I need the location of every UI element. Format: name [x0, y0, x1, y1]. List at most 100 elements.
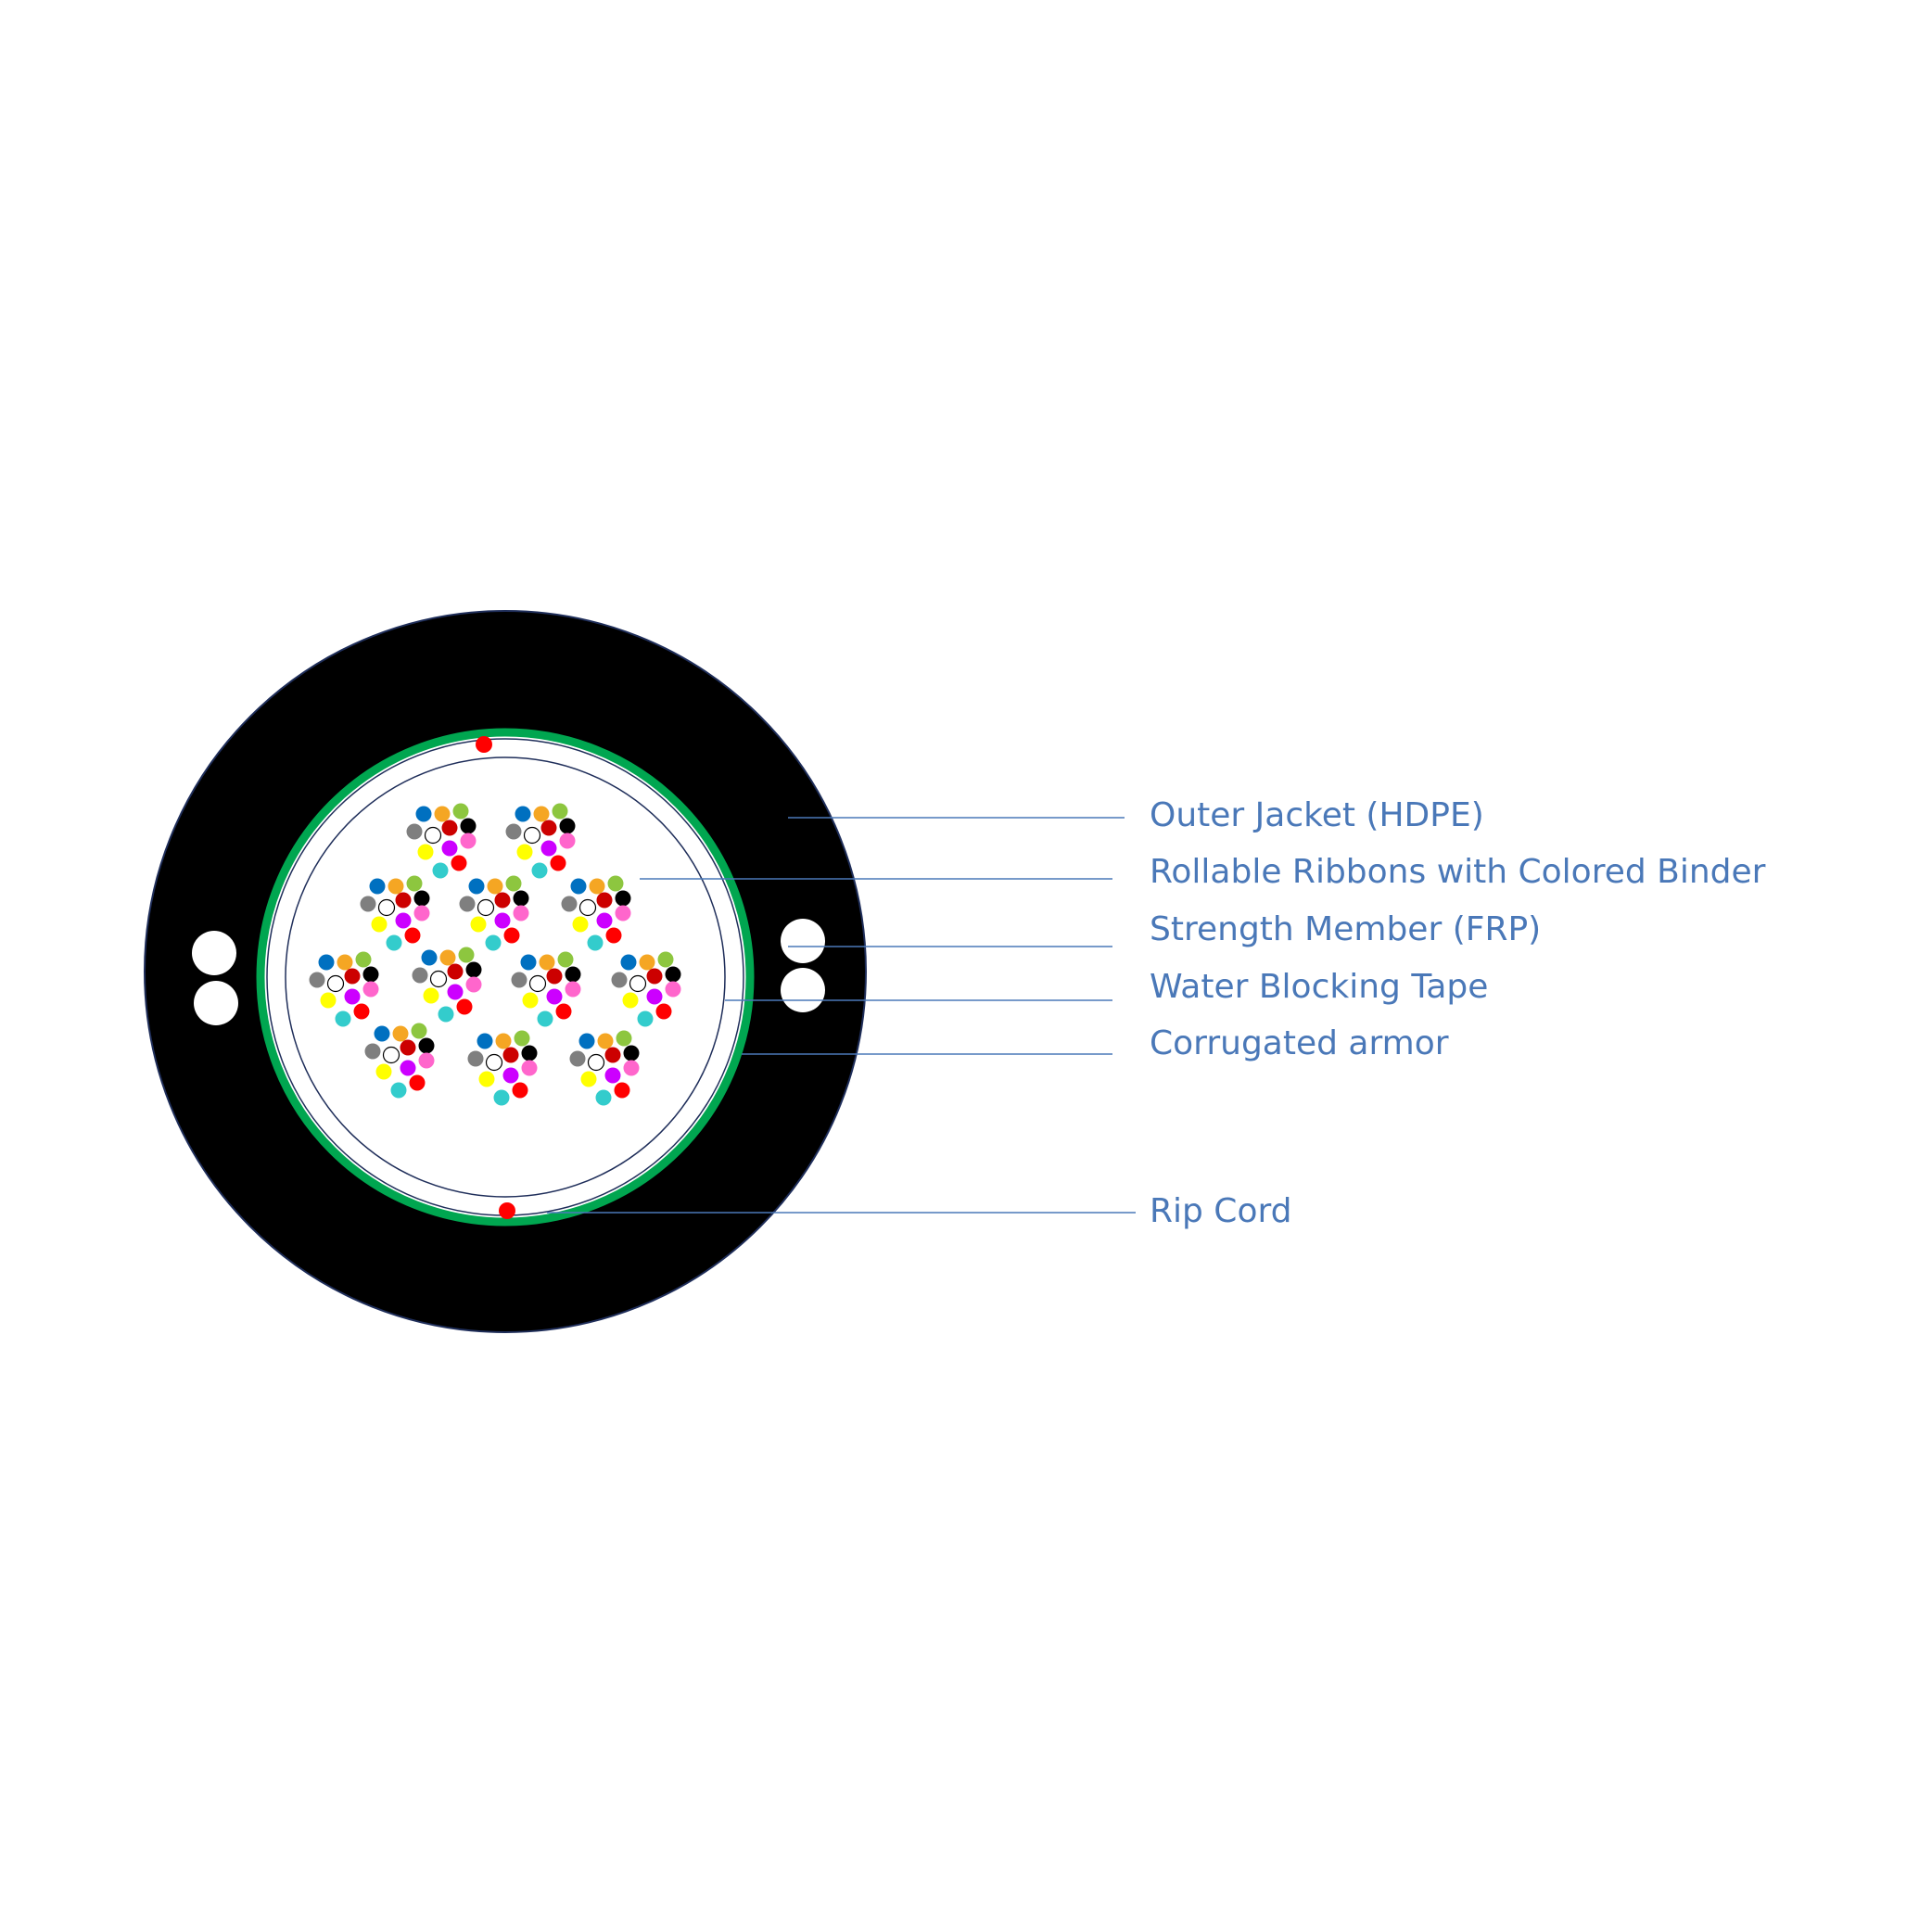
fiber	[326, 974, 345, 993]
fiber	[400, 1039, 416, 1056]
fiber	[589, 878, 605, 895]
fiber	[318, 954, 335, 971]
callout-labels: Outer Jacket (HDPE) Rollable Ribbons wit…	[1150, 796, 1766, 1230]
fiber	[415, 806, 432, 822]
label-water-blocking-tape: Water Blocking Tape	[1150, 968, 1488, 1006]
ribbon-bundle	[611, 951, 681, 1027]
fiber	[531, 862, 548, 879]
fiber	[622, 992, 639, 1009]
fiber	[646, 968, 663, 985]
fiber	[337, 954, 353, 971]
fiber	[514, 1030, 530, 1047]
fiber	[412, 967, 428, 984]
fiber	[392, 1025, 409, 1042]
fiber	[512, 1082, 528, 1099]
fiber	[388, 878, 404, 895]
fiber	[344, 988, 361, 1005]
fiber	[320, 992, 337, 1009]
fiber	[447, 963, 464, 980]
fiber	[511, 972, 527, 988]
ribbon-bundle	[364, 1023, 435, 1099]
fiber	[546, 968, 563, 985]
fiber	[505, 875, 522, 892]
ribbon-bundle	[459, 875, 529, 951]
fiber	[596, 912, 613, 929]
fiber	[615, 890, 631, 907]
fiber	[411, 1023, 427, 1039]
fiber	[470, 916, 487, 933]
fiber	[494, 912, 511, 929]
fiber	[552, 803, 568, 820]
fiber	[620, 954, 637, 971]
fiber	[572, 916, 589, 933]
fiber	[515, 806, 531, 822]
fiber	[637, 1010, 654, 1027]
leader-lines	[547, 817, 1136, 1214]
fiber	[418, 1037, 435, 1054]
fiber	[521, 1045, 538, 1061]
fiber	[424, 826, 442, 845]
fiber	[355, 951, 372, 968]
fiber	[546, 988, 563, 1005]
fiber	[665, 966, 681, 983]
fiber	[615, 905, 631, 922]
ribbon-bundle	[412, 947, 482, 1023]
ribbon-bundle	[561, 875, 631, 951]
fiber	[516, 844, 533, 860]
fiber	[406, 875, 423, 892]
strength-member-left-bottom	[194, 981, 238, 1025]
fiber	[468, 878, 485, 895]
fiber	[522, 992, 539, 1009]
fiber	[477, 1033, 493, 1049]
label-outer-jacket: Outer Jacket (HDPE)	[1150, 796, 1484, 834]
fiber	[611, 972, 628, 988]
fiber	[460, 833, 477, 849]
fiber	[438, 1006, 454, 1023]
fiber	[434, 806, 451, 822]
strength-member-left-top	[192, 931, 236, 975]
fiber	[604, 1067, 621, 1084]
fiber	[487, 878, 503, 895]
fiber	[555, 1003, 572, 1020]
strength-members	[192, 919, 825, 1025]
fiber	[505, 823, 522, 840]
fiber	[540, 840, 557, 857]
fiber	[375, 1063, 392, 1080]
fiber	[371, 916, 388, 933]
fiber	[528, 974, 547, 993]
fiber	[520, 954, 537, 971]
fiber	[607, 875, 624, 892]
fiber	[565, 981, 581, 998]
fiber	[587, 1053, 605, 1072]
ribbon-bundle	[467, 1030, 538, 1106]
fiber	[559, 833, 576, 849]
fiber	[460, 818, 477, 834]
fiber	[451, 855, 467, 871]
fiber	[400, 1060, 416, 1076]
fiber	[614, 1082, 630, 1099]
label-corrugated-armor: Corrugated armor	[1150, 1024, 1449, 1062]
fiber	[309, 972, 325, 988]
fiber	[404, 927, 421, 944]
fiber	[418, 1052, 435, 1069]
fiber	[364, 1043, 381, 1060]
fiber	[423, 987, 439, 1004]
fiber	[421, 949, 438, 966]
fiber	[377, 898, 396, 917]
fiber	[369, 878, 386, 895]
fiber	[441, 840, 458, 857]
fiber	[597, 1033, 614, 1049]
fiber	[362, 966, 379, 983]
ribbon-bundle	[511, 951, 581, 1027]
strength-member-right-bottom	[781, 968, 825, 1012]
fiber	[513, 905, 529, 922]
fiber	[629, 974, 647, 993]
fiber	[406, 823, 423, 840]
fiber	[441, 820, 458, 836]
fiber	[595, 1089, 612, 1106]
ribbon-bundle	[569, 1030, 640, 1106]
fiber	[604, 1047, 621, 1063]
fiber	[596, 892, 613, 909]
label-rip-cord: Rip Cord	[1150, 1192, 1292, 1230]
